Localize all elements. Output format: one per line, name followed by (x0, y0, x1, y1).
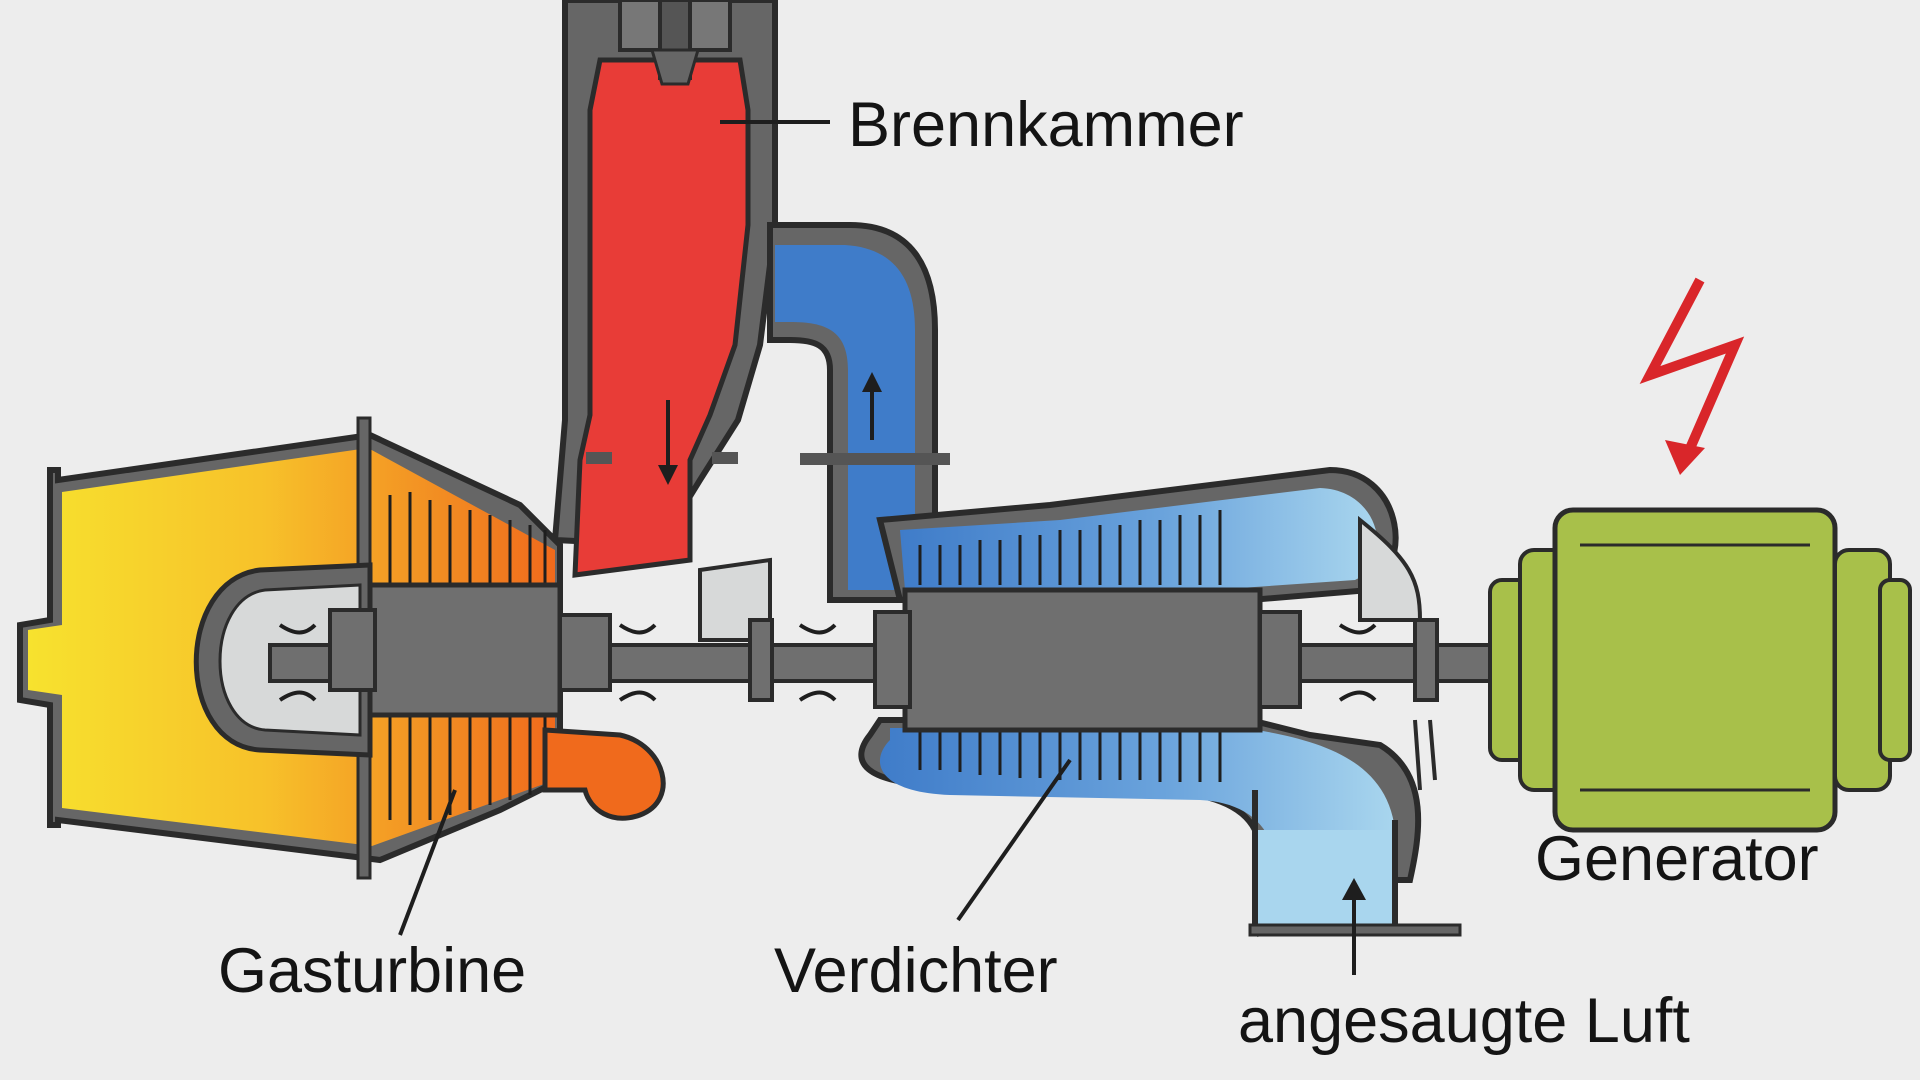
leader-gasturbine (398, 789, 457, 936)
shaft (268, 582, 1522, 733)
label-gasturbine: Gasturbine (218, 936, 527, 1006)
lightning-arrowhead-icon (1665, 440, 1705, 475)
combustion-chamber (551, 0, 778, 578)
label-verdichter: Verdichter (774, 936, 1058, 1006)
label-brennkammer: Brennkammer (848, 90, 1244, 160)
flow-arrow-down-icon (658, 400, 678, 485)
compressed-air-duct (767, 222, 950, 603)
label-angesaugte-luft: angesaugte Luft (1238, 986, 1690, 1056)
leader-lines (398, 120, 1072, 936)
intake-arrow-icon (1342, 878, 1366, 975)
generator (1488, 507, 1912, 833)
label-generator: Generator (1535, 824, 1819, 894)
compressor-housing (698, 466, 1462, 938)
leader-verdichter (956, 758, 1072, 922)
flow-arrow-up-icon (862, 372, 882, 440)
lightning-bolt-icon (1639, 277, 1745, 462)
